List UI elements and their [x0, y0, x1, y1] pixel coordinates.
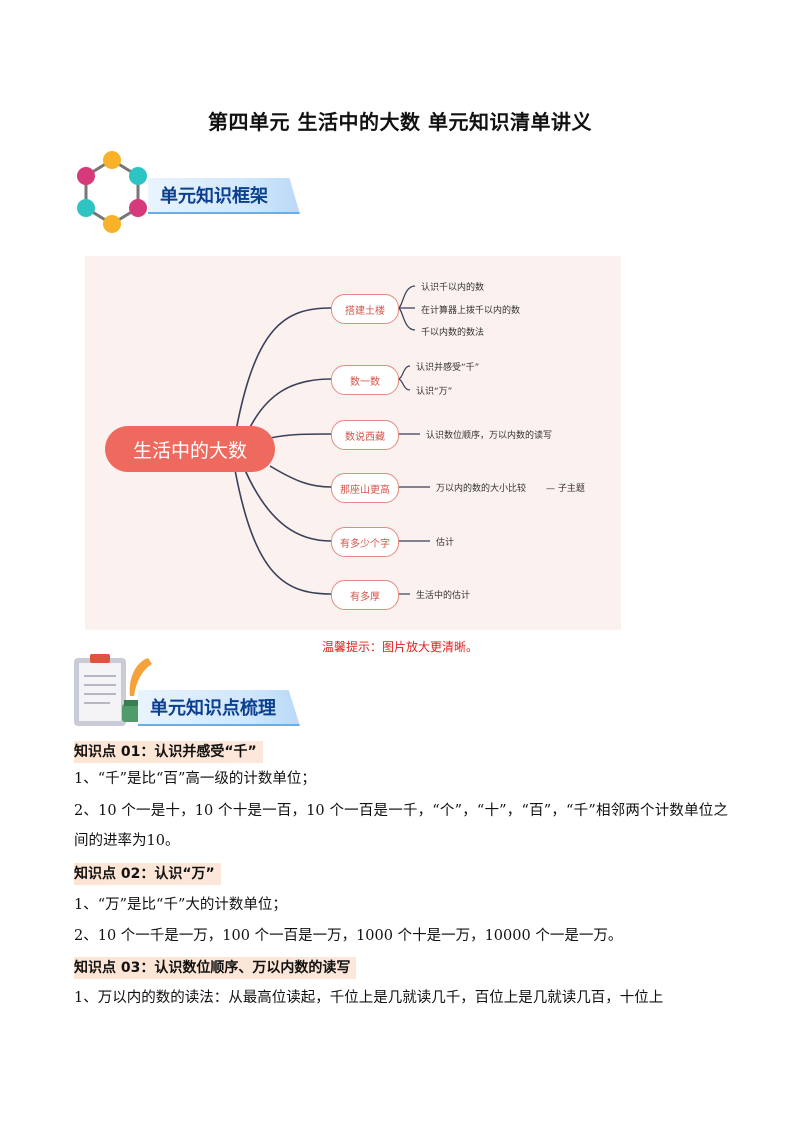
section-header-label: 单元知识点梳理 [150, 698, 276, 719]
section-header-framework: 单元知识框架 [148, 178, 300, 214]
knowledge-point-heading: 知识点 03：认识数位顺序、万以内数的读写 [74, 957, 357, 979]
section-header-points: 单元知识点梳理 [138, 690, 300, 726]
branch-node: 有多厚 [331, 580, 399, 610]
mind-map-connectors [234, 285, 430, 595]
leaf-node: 估计 [436, 538, 455, 548]
branch-node: 那座山更高 [331, 473, 399, 503]
mind-map: 生活中的大数 搭建土楼 数一数 数说西藏 那座山更高 有多少个字 有多厚 认识千… [85, 256, 621, 630]
knowledge-point-heading: 知识点 01：认识并感受“千” [74, 741, 263, 763]
page-title: 第四单元 生活中的大数 单元知识清单讲义 [208, 110, 592, 134]
leaf-node: 认识“万” [416, 387, 453, 397]
section-header-label: 单元知识框架 [160, 186, 268, 207]
leaf-node: 认识并感受“千” [416, 363, 480, 373]
knowledge-point-line: 1、“万”是比“千”大的计数单位； [74, 897, 287, 913]
branch-node: 数一数 [331, 365, 399, 395]
zoom-hint: 温馨提示：图片放大更清晰。 [321, 640, 478, 654]
leaf-node: — 子主题 [546, 484, 585, 494]
branch-node: 数说西藏 [331, 420, 399, 450]
leaf-node: 认识数位顺序，万以内数的读写 [426, 431, 553, 441]
leaf-node: 认识千以内的数 [421, 283, 485, 293]
branch-node: 有多少个字 [331, 527, 399, 557]
mind-map-center-node: 生活中的大数 [105, 426, 275, 472]
knowledge-point-line: 1、“千”是比“百”高一级的计数单位； [74, 771, 316, 787]
hexagon-molecule-icon [77, 151, 147, 233]
branch-node: 搭建土楼 [331, 294, 399, 324]
knowledge-point-line: 2、10 个一是十，10 个十是一百，10 个一百是一千，“个”，“十”，“百”… [74, 803, 728, 849]
knowledge-point-line: 2、10 个一千是一万，100 个一百是一万，1000 个十是一万，10000 … [74, 928, 623, 944]
knowledge-point-line: 1、万以内的数的读法：从最高位读起，千位上是几就读几千，百位上是几就读几百，十位… [74, 990, 664, 1006]
leaf-node: 生活中的估计 [416, 591, 471, 601]
leaf-node: 在计算器上拨千以内的数 [421, 306, 521, 316]
leaf-node: 千以内数的数法 [421, 328, 485, 338]
leaf-node: 万以内的数的大小比较 [436, 484, 527, 494]
clipboard-quill-icon [74, 654, 152, 726]
knowledge-point-heading: 知识点 02：认识“万” [74, 863, 221, 885]
